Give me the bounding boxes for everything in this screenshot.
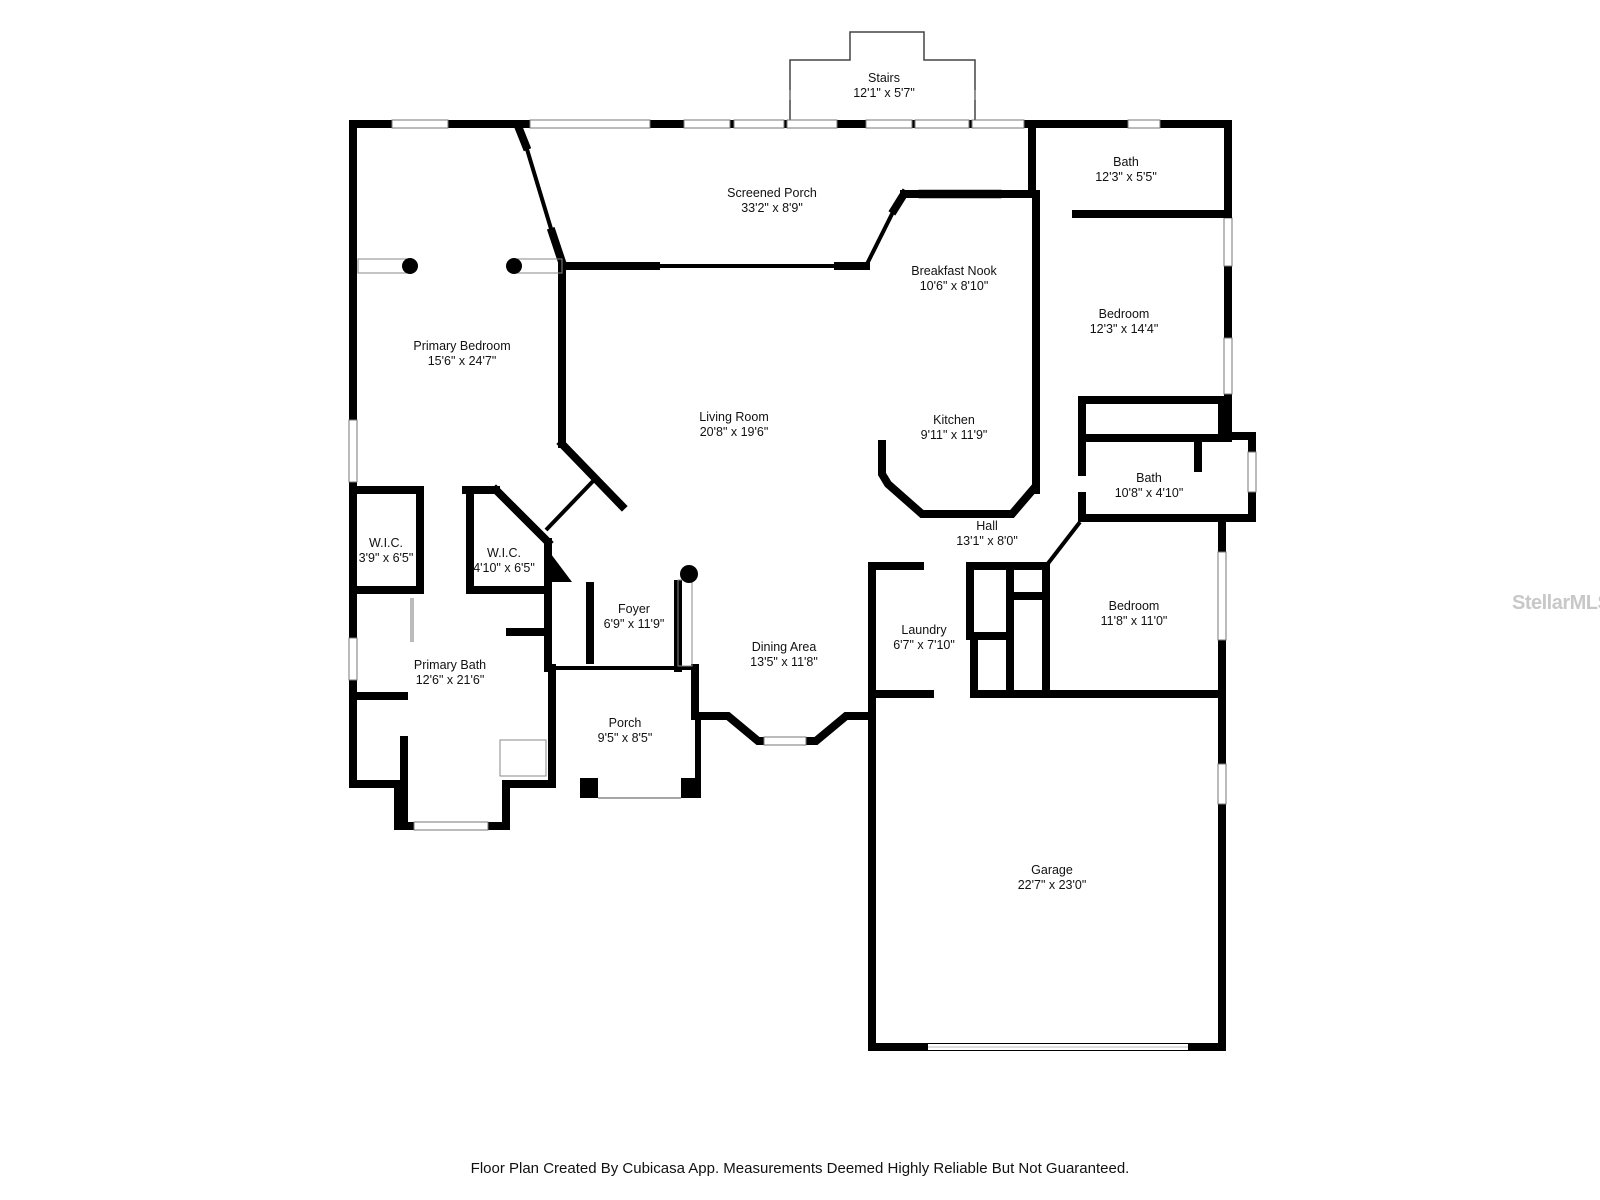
breakfast-nook-label: Breakfast Nook <box>911 264 997 278</box>
columns <box>357 258 699 798</box>
kitchen-label: Kitchen <box>933 413 975 427</box>
watermark: StellarMLS <box>1512 592 1600 614</box>
bedroom-top-dim: 12'3" x 14'4" <box>1090 322 1159 336</box>
porch-outline <box>598 716 701 799</box>
bath-mid-label: Bath <box>1136 471 1162 485</box>
exterior-walls <box>349 120 1256 1051</box>
foyer-label: Foyer <box>618 602 650 616</box>
hall-dim: 13'1" x 8'0" <box>956 534 1018 548</box>
porch-dim: 9'5" x 8'5" <box>598 731 653 745</box>
foyer-dim: 6'9" x 11'9" <box>604 617 665 631</box>
dining-area-label: Dining Area <box>752 640 817 654</box>
garage-label: Garage <box>1031 863 1073 877</box>
wic-right-label: W.I.C. <box>487 546 521 560</box>
kitchen-dim: 9'11" x 11'9" <box>921 428 988 442</box>
wic-left-dim: 3'9" x 6'5" <box>359 551 414 565</box>
primary-bath-dim: 12'6" x 21'6" <box>416 673 485 687</box>
screened-porch-label: Screened Porch <box>727 186 817 200</box>
wic-left-label: W.I.C. <box>369 536 403 550</box>
dining-area-dim: 13'5" x 11'8" <box>750 655 818 669</box>
bath-top-label: Bath <box>1113 155 1139 169</box>
room-labels: Stairs 12'1" x 5'7" Screened Porch 33'2"… <box>359 71 1184 892</box>
laundry-dim: 6'7" x 7'10" <box>893 638 955 652</box>
breakfast-nook-dim: 10'6" x 8'10" <box>920 279 989 293</box>
primary-bedroom-dim: 15'6" x 24'7" <box>428 354 497 368</box>
screened-porch-dim: 33'2" x 8'9" <box>741 201 803 215</box>
bedroom-top-label: Bedroom <box>1099 307 1150 321</box>
wic-right-dim: 4'10" x 6'5" <box>473 561 535 575</box>
footer-note: Floor Plan Created By Cubicasa App. Meas… <box>470 1160 1130 1177</box>
hall-label: Hall <box>976 519 998 533</box>
primary-bedroom-label: Primary Bedroom <box>413 339 510 353</box>
stairs-dim: 12'1" x 5'7" <box>853 86 915 100</box>
bedroom-bottom-dim: 11'8" x 11'0" <box>1101 614 1168 628</box>
bath-top-dim: 12'3" x 5'5" <box>1095 170 1157 184</box>
stairs-label: Stairs <box>868 71 900 85</box>
laundry-label: Laundry <box>901 623 947 637</box>
primary-bath-label: Primary Bath <box>414 658 486 672</box>
stairs-outline <box>789 31 976 124</box>
bedroom-bottom-label: Bedroom <box>1109 599 1160 613</box>
garage-dim: 22'7" x 23'0" <box>1018 878 1087 892</box>
porch-label: Porch <box>609 716 642 730</box>
living-room-dim: 20'8" x 19'6" <box>700 425 769 439</box>
windows <box>348 119 1257 831</box>
living-room-label: Living Room <box>699 410 768 424</box>
interior-walls <box>349 120 1232 830</box>
bath-mid-dim: 10'8" x 4'10" <box>1115 486 1184 500</box>
